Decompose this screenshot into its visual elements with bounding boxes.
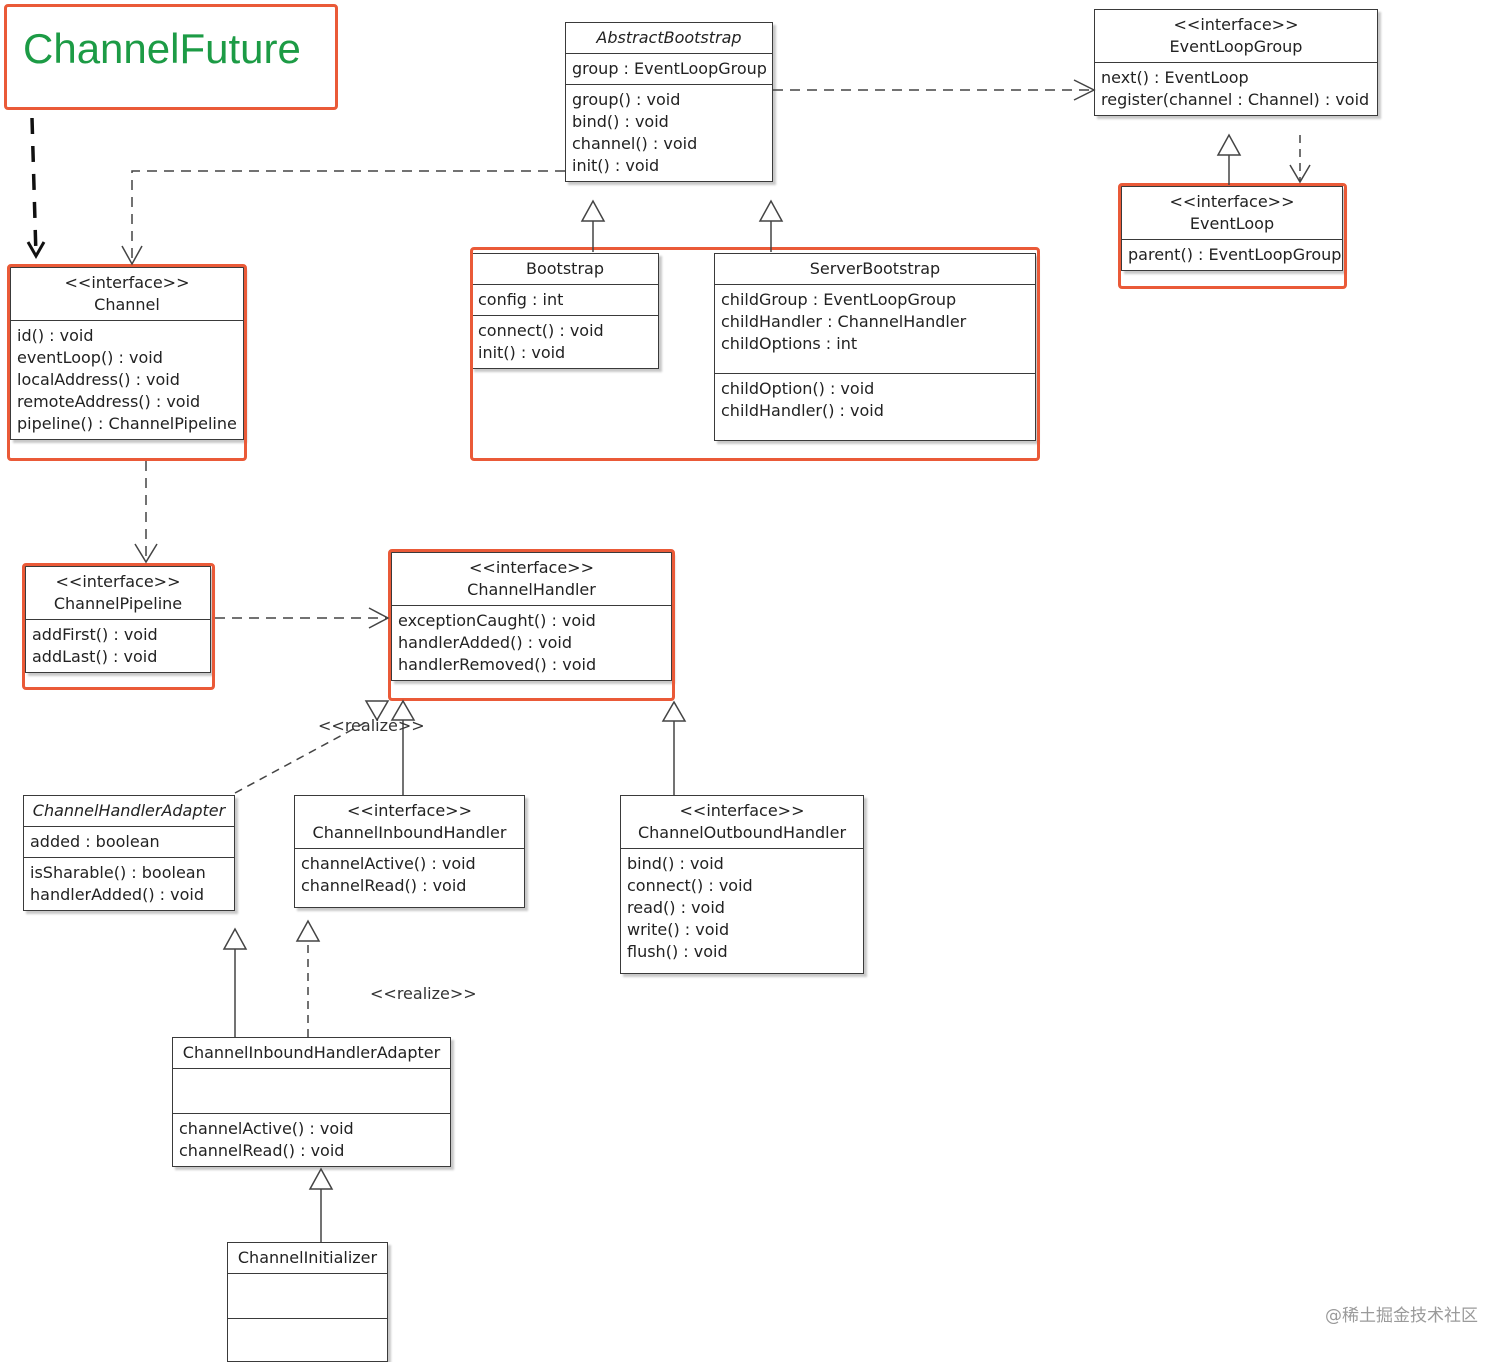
diagram-title: ChannelFuture [23,25,301,72]
method: remoteAddress() : void [17,392,201,411]
class-name: EventLoopGroup [1169,37,1303,56]
attribute: childGroup : EventLoopGroup [721,290,957,309]
class-name: ChannelHandlerAdapter [32,801,226,820]
method: connect() : void [627,876,753,895]
method: register(channel : Channel) : void [1101,90,1370,109]
method: id() : void [17,326,94,345]
stereotype: <<interface>> [1173,15,1299,34]
class-bootstrap[interactable]: Bootstrap config : int connect() : void … [471,253,659,369]
method: addLast() : void [32,647,158,666]
arrowhead-channelpipeline [134,543,158,564]
arrowhead-eventloop [1289,164,1311,184]
stereotype: <<interface>> [1169,192,1295,211]
method: localAddress() : void [17,370,180,389]
class-name: ChannelOutboundHandler [637,823,847,842]
arrowhead-eventloopgroup [1073,79,1096,101]
class-abstractbootstrap[interactable]: AbstractBootstrap group : EventLoopGroup… [565,22,773,182]
empty-attribute-section [173,1069,450,1114]
method: parent() : EventLoopGroup [1128,245,1342,264]
method: isSharable() : boolean [30,863,206,882]
class-channelpipeline[interactable]: <<interface>> ChannelPipeline addFirst()… [25,566,211,673]
realize-label-1: <<realize>> [318,716,425,735]
method: write() : void [627,920,730,939]
class-name: ChannelPipeline [53,594,183,613]
class-name: Channel [94,295,160,314]
class-name: ChannelInitializer [237,1248,378,1267]
stereotype: <<interface>> [469,558,594,577]
triangle-abstractbootstrap-1 [580,199,606,222]
class-channelinboundhandler[interactable]: <<interface>> ChannelInboundHandler chan… [294,795,525,908]
method: connect() : void [478,321,604,340]
attribute: added : boolean [30,832,160,851]
attribute: config : int [478,290,564,309]
triangle-abstractbootstrap-2 [758,199,784,222]
triangle-eventloopgroup [1216,133,1242,156]
attribute: group : EventLoopGroup [572,59,767,78]
method: group() : void [572,90,681,109]
class-name: ChannelInboundHandler [312,823,507,842]
watermark: @稀土掘金技术社区 [1325,1306,1478,1326]
method: init() : void [572,156,660,175]
attribute: childOptions : int [721,334,858,353]
method: flush() : void [627,942,728,961]
class-channelhandleradapter[interactable]: ChannelHandlerAdapter added : boolean is… [23,795,235,911]
method: addFirst() : void [32,625,158,644]
method: channelRead() : void [301,876,467,895]
method: pipeline() : ChannelPipeline [17,414,237,433]
class-channelinitializer[interactable]: ChannelInitializer [227,1242,388,1362]
method: handlerAdded() : void [398,633,572,652]
triangle-channelinboundhandler [295,919,321,942]
attribute: childHandler : ChannelHandler [721,312,967,331]
empty-method-section [228,1319,387,1361]
class-eventloop[interactable]: <<interface>> EventLoop parent() : Event… [1121,186,1343,271]
method: bind() : void [572,112,669,131]
stereotype: <<interface>> [64,273,190,292]
class-name: ServerBootstrap [809,259,941,278]
method: childOption() : void [721,379,875,398]
method: next() : EventLoop [1101,68,1249,87]
class-eventloopgroup[interactable]: <<interface>> EventLoopGroup next() : Ev… [1094,9,1378,116]
empty-attribute-section [228,1274,387,1319]
method: exceptionCaught() : void [398,611,596,630]
method: channelActive() : void [301,854,476,873]
class-channelhandler[interactable]: <<interface>> ChannelHandler exceptionCa… [391,552,672,681]
arrowhead-channel [121,245,143,266]
class-name: ChannelInboundHandlerAdapter [182,1043,441,1062]
method: handlerRemoved() : void [398,655,597,674]
method: channelActive() : void [179,1119,354,1138]
triangle-channelhandleradapter [222,927,248,950]
class-name: EventLoop [1189,214,1275,233]
class-channelinboundhandleradapter[interactable]: ChannelInboundHandlerAdapter channelActi… [172,1037,451,1167]
realize-label-2: <<realize>> [370,984,477,1003]
title-box-channelfuture: ChannelFuture [4,4,338,110]
method: init() : void [478,343,566,362]
class-channel[interactable]: <<interface>> Channel id() : void eventL… [10,267,244,440]
edge-channelfuture-to-channel [30,117,38,257]
class-name: ChannelHandler [467,580,596,599]
edge-abstractbootstrap-to-channel [131,170,565,264]
class-channeloutboundhandler[interactable]: <<interface>> ChannelOutboundHandler bin… [620,795,864,974]
stereotype: <<interface>> [679,801,805,820]
arrowhead-channelfuture [26,241,46,260]
method: handlerAdded() : void [30,885,204,904]
method: bind() : void [627,854,724,873]
arrowhead-channelhandler [368,607,390,629]
class-serverbootstrap[interactable]: ServerBootstrap childGroup : EventLoopGr… [714,253,1036,441]
triangle-channelhandler-outbound [661,700,687,722]
method: channelRead() : void [179,1141,345,1160]
method: channel() : void [572,134,698,153]
triangle-channelinboundhandleradapter [308,1167,334,1190]
method: eventLoop() : void [17,348,163,367]
method: read() : void [627,898,725,917]
class-name: Bootstrap [526,259,604,278]
method: childHandler() : void [721,401,884,420]
stereotype: <<interface>> [55,572,181,591]
stereotype: <<interface>> [347,801,472,820]
class-name: AbstractBootstrap [596,28,742,47]
